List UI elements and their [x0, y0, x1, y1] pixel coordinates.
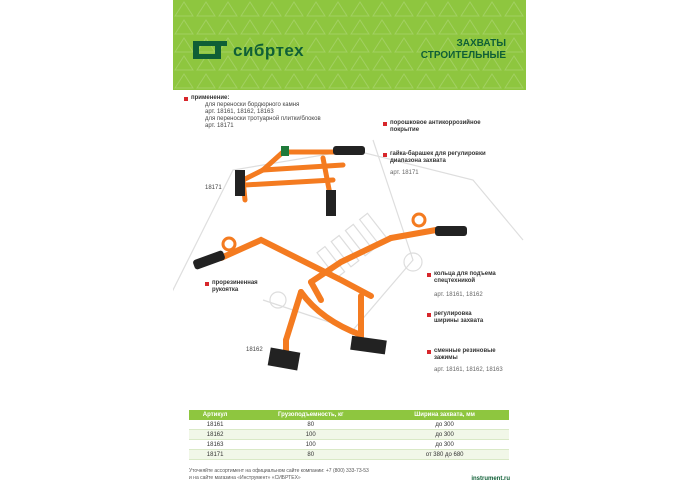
- cell: 18171: [189, 449, 242, 460]
- feature-pads-line1: сменные резиновые: [434, 348, 496, 354]
- feature-handle-line2: рукоятка: [212, 287, 239, 293]
- application-heading: применение:: [191, 95, 230, 101]
- application-line3: для переноски тротуарной плитки/блоков: [205, 116, 321, 122]
- footer-line1: Уточняйте ассортимент на официальном сай…: [189, 468, 369, 474]
- feature-coating-line1: порошковое антикоррозийное: [390, 120, 481, 126]
- pad-left: [235, 170, 245, 196]
- spec-table-header: Артикул Грузоподъемность, кг Ширина захв…: [189, 410, 509, 420]
- cell: от 380 до 680: [380, 449, 509, 460]
- cell: 80: [241, 420, 381, 430]
- feature-nut-line2: диапазона захвата: [390, 158, 446, 164]
- cell: 100: [241, 439, 381, 450]
- product-label-bottom: 18162: [246, 347, 263, 353]
- spec-col-sku: Артикул: [189, 410, 242, 420]
- pad-right: [326, 190, 336, 216]
- cell: 18161: [189, 420, 242, 430]
- feature-nut-sku: арт. 18171: [390, 170, 419, 176]
- table-row: 18163 100 до 300: [189, 439, 509, 450]
- product-label-top: 18171: [205, 185, 222, 191]
- feature-ring-sku: арт. 18161, 18162: [434, 292, 483, 298]
- cell: 100: [241, 429, 381, 440]
- pad-left: [267, 347, 301, 371]
- table-row: 18162 100 до 300: [189, 429, 509, 440]
- spec-table: Артикул Грузоподъемность, кг Ширина захв…: [189, 410, 509, 460]
- bullet-handle: [205, 282, 209, 286]
- page-title-line2: СТРОИТЕЛЬНЫЕ: [420, 50, 506, 61]
- feature-handle-line1: прорезиненная: [212, 280, 258, 286]
- feature-nut-line1: гайка-барашек для регулировки: [390, 151, 486, 157]
- bullet-width: [427, 313, 431, 317]
- cell: 18163: [189, 439, 242, 450]
- spec-col-capacity: Грузоподъемность, кг: [241, 410, 381, 420]
- cell: до 300: [380, 420, 509, 430]
- tool-18171-image: [235, 146, 365, 216]
- feature-width-line1: регулировка: [434, 311, 472, 317]
- nut-clamp: [281, 146, 289, 156]
- footer-note: Уточняйте ассортимент на официальном сай…: [189, 468, 369, 482]
- tool-18162-image: [193, 212, 467, 371]
- feature-ring-line1: кольца для подъема: [434, 271, 496, 277]
- spec-col-width: Ширина захвата, мм: [380, 410, 509, 420]
- table-row: 18171 80 от 380 до 680: [189, 449, 509, 460]
- feature-ring-line2: спецтехникой: [434, 278, 476, 284]
- footer-site-link[interactable]: instrument.ru: [471, 476, 510, 482]
- cell: до 300: [380, 439, 509, 450]
- handle-grip-left: [193, 250, 225, 270]
- bullet-application: [184, 97, 188, 101]
- header-banner: сибртех ЗАХВАТЫ СТРОИТЕЛЬНЫЕ: [173, 0, 526, 90]
- footer-line2: и на сайте магазина «Инструмент» «СИБРТЕ…: [189, 475, 301, 481]
- cell: 80: [241, 449, 381, 460]
- catalog-page: сибртех ЗАХВАТЫ СТРОИТЕЛЬНЫЕ применение:…: [173, 0, 526, 500]
- application-line1: для переноски бордюрного камня: [205, 102, 300, 108]
- lift-ring-left: [221, 236, 237, 252]
- bullet-pads: [427, 350, 431, 354]
- brand-logo-icon: [193, 41, 227, 59]
- bullet-nut: [383, 153, 387, 157]
- table-row: 18161 80 до 300: [189, 420, 509, 430]
- page-title-line1: ЗАХВАТЫ: [456, 38, 506, 49]
- cell: 18162: [189, 429, 242, 440]
- bullet-ring: [427, 273, 431, 277]
- feature-pads-line2: зажимы: [434, 355, 458, 361]
- application-line2: арт. 18161, 18162, 18163: [205, 109, 274, 115]
- pad-right: [350, 335, 387, 355]
- handle-grip-right: [435, 226, 467, 236]
- cell: до 300: [380, 429, 509, 440]
- application-line4: арт. 18171: [205, 123, 234, 129]
- feature-width-line2: ширины захвата: [434, 318, 484, 324]
- page-title: ЗАХВАТЫ СТРОИТЕЛЬНЫЕ: [421, 38, 506, 62]
- bullet-coating: [383, 122, 387, 126]
- lift-ring-right: [411, 212, 427, 228]
- brand-name: сибртех: [233, 41, 305, 60]
- handle-grip: [333, 146, 365, 155]
- feature-coating-line2: покрытие: [390, 127, 420, 133]
- feature-pads-sku: арт. 18161, 18162, 18163: [434, 367, 503, 373]
- header-pattern: [173, 0, 526, 90]
